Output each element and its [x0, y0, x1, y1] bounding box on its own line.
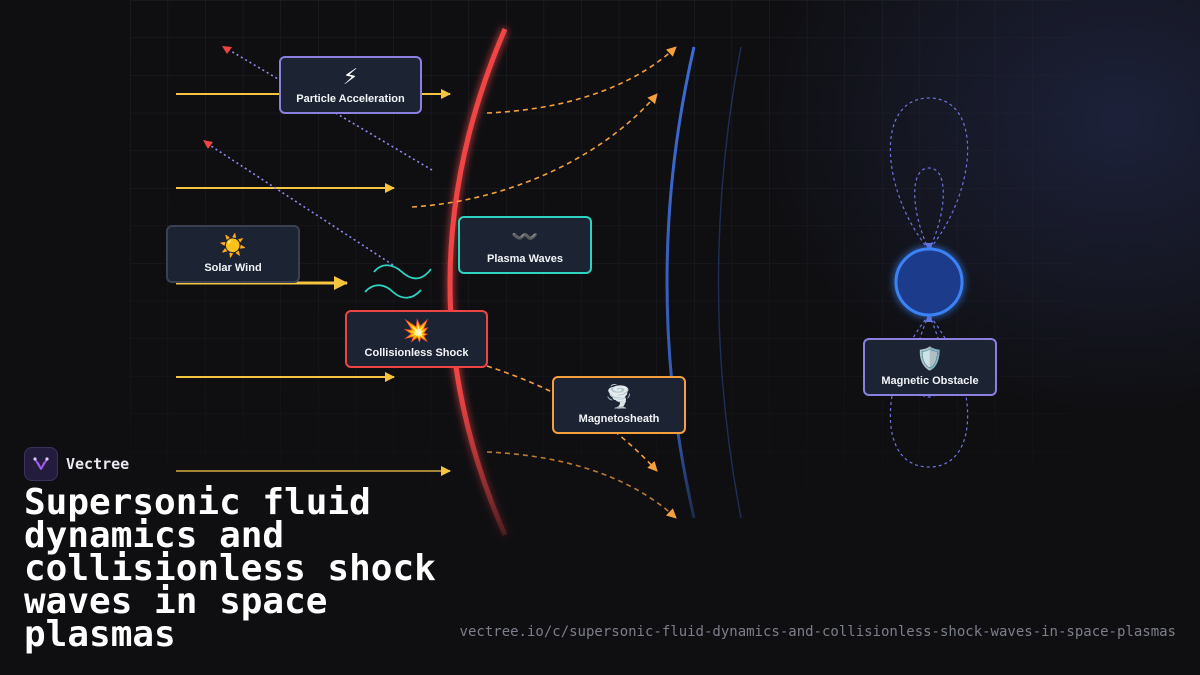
- collision-icon: 💥: [402, 318, 431, 344]
- node-collisionless-shock[interactable]: 💥 Collisionless Shock: [345, 310, 488, 368]
- plasma-wave-lines: [364, 264, 432, 299]
- node-solar-wind[interactable]: ☀️ Solar Wind: [166, 225, 300, 283]
- shield-icon: 🛡️: [916, 346, 944, 372]
- page-title: Supersonic fluid dynamics and collisionl…: [24, 482, 436, 655]
- field-line-arrowhead: [925, 243, 933, 251]
- deflected-flow-arrows: [411, 46, 677, 519]
- node-label: Collisionless Shock: [364, 346, 469, 359]
- node-label: Particle Acceleration: [296, 92, 405, 105]
- node-magnetosheath[interactable]: 🌪️ Magnetosheath: [552, 376, 686, 434]
- deflected-flow-arrow: [411, 93, 658, 208]
- plasma-wave-line: [364, 284, 422, 299]
- lightning-icon: ⚡: [342, 64, 359, 90]
- node-label: Magnetosheath: [578, 412, 660, 425]
- magnetic-obstacle-body: [894, 247, 964, 317]
- plasma-wave-line: [373, 264, 432, 280]
- field-line: [889, 97, 969, 251]
- reflected-particle-arrowhead: [203, 140, 213, 149]
- deflected-flow-arrow: [486, 365, 658, 472]
- magnetopause-inner-boundary: [717, 46, 742, 519]
- node-particle-acceleration[interactable]: ⚡ Particle Acceleration: [279, 56, 422, 114]
- field-line: [914, 167, 944, 251]
- magnetopause-boundary: [665, 46, 696, 519]
- tree-icon: [33, 457, 49, 470]
- vectree-logo-icon: [24, 447, 58, 481]
- bow-shock-front: [447, 28, 508, 537]
- wave-icon: 〰️: [511, 224, 539, 250]
- sun-icon: ☀️: [219, 233, 247, 259]
- field-line: [914, 314, 944, 398]
- deflected-flow-arrow: [486, 46, 677, 114]
- node-plasma-waves[interactable]: 〰️ Plasma Waves: [458, 216, 592, 274]
- deflected-flow-arrow: [486, 451, 677, 519]
- brand: Vectree: [24, 447, 129, 481]
- node-label: Solar Wind: [204, 261, 262, 274]
- field-line-arrowhead: [925, 314, 933, 322]
- node-label: Magnetic Obstacle: [881, 374, 979, 387]
- page-url[interactable]: vectree.io/c/supersonic-fluid-dynamics-a…: [459, 624, 1176, 640]
- reflected-particle-arrowhead: [222, 46, 232, 54]
- tornado-icon: 🌪️: [605, 384, 633, 410]
- node-label: Plasma Waves: [486, 252, 564, 265]
- node-magnetic-obstacle[interactable]: 🛡️ Magnetic Obstacle: [863, 338, 997, 396]
- brand-name: Vectree: [66, 455, 130, 473]
